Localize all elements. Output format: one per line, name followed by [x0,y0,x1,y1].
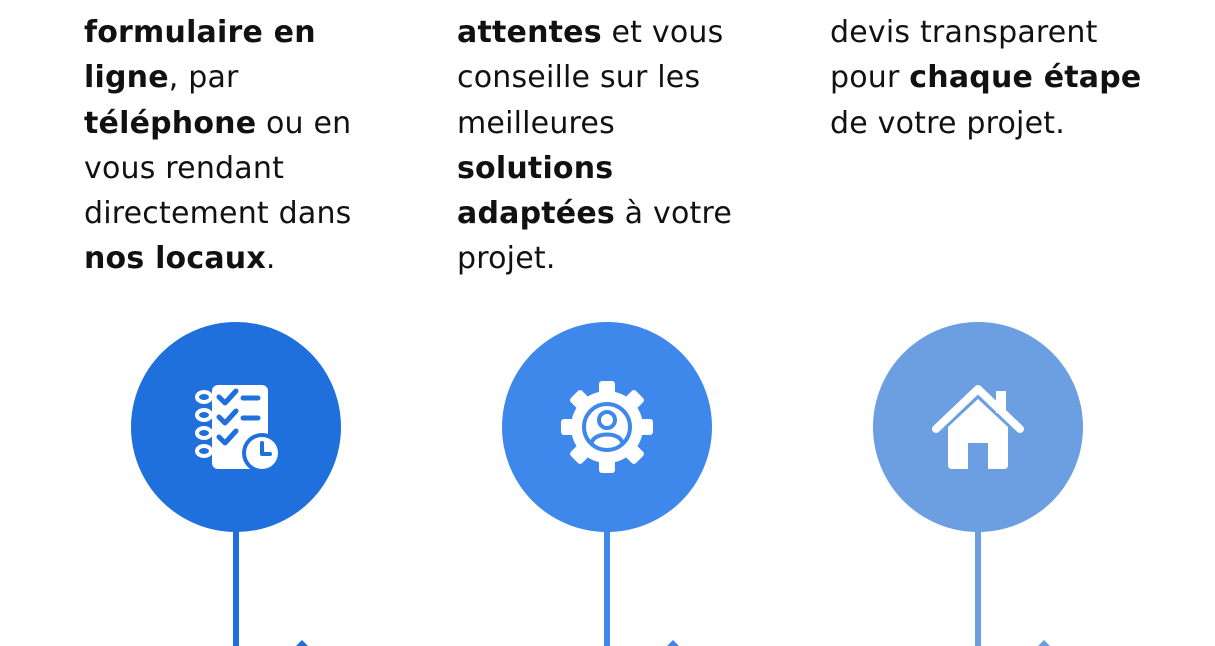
step-2-description: attentes et vous conseille sur les meill… [457,10,777,282]
step-1-text-par: , par [168,60,239,96]
step-3-text-devis: devis transparent pour [830,15,1098,96]
step-3-circle [873,322,1083,532]
step-1-description: formulaire en ligne, par téléphone ou en… [84,10,404,282]
step-1-text-period: . [265,241,276,277]
step-1-bold-phone: téléphone [84,105,257,141]
house-icon [932,385,1024,469]
step-3-description: devis transparent pour chaque étape de v… [830,10,1170,146]
step-1-text-rendant: ou en vous rendant directement dans [84,105,352,232]
step-2-text-conseille: et vous conseille sur les meilleures [457,15,724,141]
step-2-circle [502,322,712,532]
step-2-text-projet: à votre projet. [457,196,732,277]
step-3-bold-etape: chaque étape [909,60,1142,96]
step-3-text-projet: de votre projet. [830,105,1065,141]
step-3-arrow-icon [1038,640,1050,646]
checklist-clock-icon [195,385,282,473]
step-3-connector [975,530,981,646]
step-1-circle [131,322,341,532]
step-1-connector [233,530,239,646]
step-2-arrow-icon [667,640,679,646]
step-2-bold-solutions: solutions adaptées [457,150,615,232]
step-1-arrow-icon [296,640,308,646]
step-2-connector [604,530,610,646]
step-1-bold-locaux: nos locaux [84,241,266,277]
step-2-bold-attentes: attentes [457,15,602,50]
gear-user-icon [561,381,653,473]
step-1-bold-form: formulaire en ligne [84,15,316,96]
